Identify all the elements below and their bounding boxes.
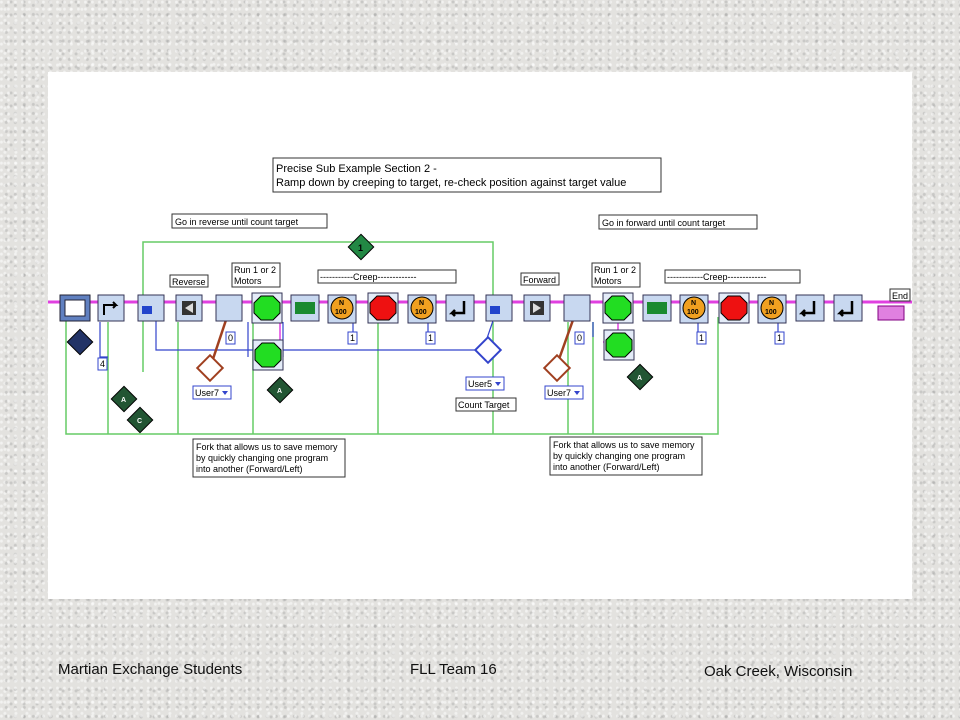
creep-label-2: ------------Creep-------------: [667, 272, 766, 282]
fork-note-2: [549, 436, 703, 476]
fork-block-2[interactable]: [563, 294, 591, 322]
svg-text:N: N: [691, 300, 696, 307]
green-stop-icon-3: [254, 342, 282, 368]
svg-text:Fork that allows us to save me: Fork that allows us to save memory: [196, 442, 338, 452]
svg-text:1: 1: [428, 333, 433, 343]
motor-icon-1: [330, 296, 354, 320]
red-stop-icon-1: [369, 295, 397, 321]
svg-text:1: 1: [777, 333, 782, 343]
outer-loop-wire: [65, 307, 719, 435]
svg-text:by quickly changing one progra: by quickly changing one program: [553, 451, 685, 461]
user7-diamond-2[interactable]: [542, 353, 572, 383]
motor-icon-3: [682, 296, 706, 320]
svg-text:1: 1: [358, 243, 363, 253]
count-target-label: Count Target: [458, 400, 510, 410]
return-block-3[interactable]: [833, 294, 863, 322]
svg-text:A: A: [637, 375, 642, 382]
sensor-a-diamond-3[interactable]: [626, 363, 654, 391]
dropdowns: User7 User7 User5: [192, 376, 584, 400]
sensor-a-diamond-1[interactable]: [110, 385, 138, 413]
svg-text:User7: User7: [195, 388, 219, 398]
return-block-2[interactable]: [795, 294, 825, 322]
svg-text:by quickly changing one progra: by quickly changing one program: [196, 453, 328, 463]
program-blocks: N 100 N 100 N 100 N 100: [59, 292, 905, 324]
title-line2: Ramp down by creeping to target, re-chec…: [276, 177, 626, 189]
end-label: End: [892, 291, 908, 301]
svg-text:A: A: [121, 397, 126, 404]
svg-text:C: C: [137, 418, 142, 425]
svg-text:N: N: [339, 300, 344, 307]
red-stop-icon-2: [720, 295, 748, 321]
program-diagram: Precise Sub Example Section 2 - Ramp dow…: [48, 157, 912, 478]
svg-text:1: 1: [350, 333, 355, 343]
svg-text:0: 0: [228, 333, 233, 343]
svg-text:into another (Forward/Left): into another (Forward/Left): [553, 462, 660, 472]
sub-block-1[interactable]: [97, 294, 125, 322]
svg-text:into another (Forward/Left): into another (Forward/Left): [196, 464, 303, 474]
sensor-a-diamond-2[interactable]: [266, 376, 294, 404]
reverse-section-label: Go in reverse until count target: [175, 217, 299, 227]
green-stop-icon-2: [604, 295, 632, 321]
run-motors-1-line1: Run 1 or 2: [234, 265, 276, 275]
svg-text:0: 0: [577, 333, 582, 343]
variable-diamond[interactable]: [66, 328, 94, 356]
forward-label: Forward: [523, 275, 556, 285]
user5-dropdown[interactable]: [465, 376, 505, 391]
run-motors-1-line2: Motors: [234, 276, 262, 286]
motor-icon-4: [760, 296, 784, 320]
sensor-c-diamond[interactable]: [126, 406, 154, 434]
footer-team-name: Martian Exchange Students: [58, 661, 243, 678]
green-stop-icon-1: [253, 295, 281, 321]
svg-text:User7: User7: [547, 388, 571, 398]
green-stop-icon-4: [605, 332, 633, 358]
diamonds: 1 A C A A: [66, 233, 654, 434]
svg-text:User5: User5: [468, 379, 492, 389]
svg-text:N: N: [419, 300, 424, 307]
constants: 4 0 1 1 0 1 1: [97, 331, 785, 371]
user5-diamond[interactable]: [473, 335, 503, 365]
svg-text:A: A: [277, 388, 282, 395]
run-motors-2-line2: Motors: [594, 276, 622, 286]
creep-label-1: -----------Creep-------------: [320, 272, 416, 282]
return-block-1[interactable]: [445, 294, 475, 322]
reverse-label: Reverse: [172, 277, 206, 287]
diagram-canvas: Precise Sub Example Section 2 - Ramp dow…: [48, 72, 912, 599]
forward-section-label: Go in forward until count target: [602, 218, 726, 228]
svg-text:100: 100: [765, 309, 777, 316]
svg-text:100: 100: [415, 309, 427, 316]
user7-dropdown-2[interactable]: [544, 385, 584, 400]
svg-text:1: 1: [699, 333, 704, 343]
title-box: [272, 157, 662, 193]
run-motors-2-line1: Run 1 or 2: [594, 265, 636, 275]
svg-text:100: 100: [687, 309, 699, 316]
title-line1: Precise Sub Example Section 2 -: [276, 163, 437, 175]
footer-location: Oak Creek, Wisconsin: [704, 663, 853, 680]
user7-dropdown-1[interactable]: [192, 385, 232, 400]
fork-block-1[interactable]: [215, 294, 243, 322]
loop-count-diamond[interactable]: [347, 233, 375, 261]
svg-text:4: 4: [100, 359, 105, 369]
svg-text:Fork that allows us to save me: Fork that allows us to save memory: [553, 440, 695, 450]
end-block[interactable]: [877, 305, 905, 321]
svg-text:100: 100: [335, 309, 347, 316]
motor-icon-2: [410, 296, 434, 320]
svg-text:N: N: [769, 300, 774, 307]
user7-diamond-1[interactable]: [195, 353, 225, 383]
footer-team-number: FLL Team 16: [410, 661, 497, 678]
fork-note-1: [192, 438, 346, 478]
